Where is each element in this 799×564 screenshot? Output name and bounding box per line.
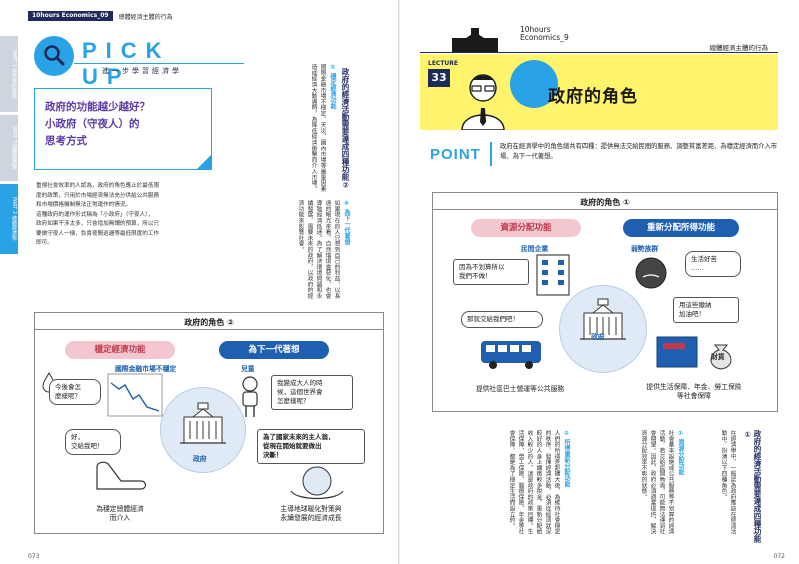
caption-social-security: 提供生活保障、年金、勞工保險 等社會保障 [646,383,742,400]
pick-up-body: 重視社會效率的人認為，政府的角色應止於最低限 度的政策，只用於市場經濟無法充分供… [36,182,216,249]
falling-chart-icon [107,373,163,417]
bubble-future-decision: 為了國家未來的主人翁， 從現在開始就要做出 決斷！ [257,429,365,464]
child-figure-icon [242,376,258,417]
bubble-child-question: 我變成大人的時 候，這個世界會 怎麼樣呢？ [271,375,353,410]
right-vertical-subhead-2: ② 所得重新分配功能 [563,430,570,488]
diagram1-title: 政府的角色 ① [580,198,630,207]
caption-public-service: 提供社區巴士營運等公共服務 [475,385,565,393]
pick-up-quote-box: 政府的功能越少越好？ 小政府（守夜人）的 思考方式 [34,88,212,170]
body-line: 重視社會效率的人認為，政府的角色應止於最低限 [36,183,160,189]
caption-stabilize: 為穩定總體經濟 而介入 [96,505,144,522]
side-tab-part1: PART 1 經濟學的基礎 [0,36,18,112]
right-header-rule [420,52,778,53]
left-running-header: 10hours Economics_09 總體經濟主體的行為 [28,10,173,22]
pick-up-title: PICK UP [82,38,171,89]
lecture-label: LECTURE [428,60,459,67]
diagram2-title: 政府的角色 ② [184,318,234,327]
right-vertical-text-1: 社會基本設施或公共服務等不划算的經濟活動，若交給民間負責，可能無法達到社會期望。… [640,430,673,535]
side-part-tabs: PART 1 經濟學的基礎 PART 3 個體經濟學 PART 2 總體經濟學 [0,36,18,257]
pick-up-rule [74,63,244,64]
right-running-header: 10hours Economics_9 總體經濟主體的行為 [420,20,778,53]
diagram-government-role-1: 政府的角色 ① 資源分配功能 重新分配所得功能 民間企業 因為不划算所以 我們不… [432,192,778,412]
lecture-banner: LECTURE 33 政府的角色 [420,54,778,130]
left-header-title: 總體經濟主體的行為 [118,13,173,21]
caption-sustainable: 主導地球暖化對策與 永續發展的經濟成長 [280,505,342,522]
diagram1-title-rule [433,209,777,210]
left-page-number: 073 [28,553,40,560]
left-vertical-heading: 政府的經濟活動需要達成四種功能② [341,68,350,190]
label-government: 政府 [193,455,207,463]
left-page: 10hours Economics_09 總體經濟主體的行為 PART 1 經濟… [0,0,399,564]
right-header-title: 總體經濟主體的行為 [709,44,769,52]
pick-up-heading: PICK UP 進一步學習經濟學 [34,36,244,89]
bubble-leave-it-to-me: 好， 交給我吧！ [65,429,121,455]
label-vulnerable-group: 弱勢族群 [631,245,659,253]
pill-income-redistribution: 重新分配所得功能 [623,219,739,237]
hand-icon [96,461,147,490]
lecture-circle [510,60,558,108]
body-line: 政府如果干涉太多，只會增加無謂的預算，所以只 [36,221,160,227]
diagram2-title-rule [35,329,383,330]
pick-up-circle [34,36,74,76]
body-line: 這種政府的運作形式稱為「小政府」（守夜人）， [36,211,154,218]
left-vertical-subhead-3: ③ 穩定經濟功能 [329,64,336,110]
globe-in-hands-icon [290,466,344,500]
right-vertical-text-2: 人們的所得差距擴大後，為維持社會穩定的秩序，發揮經濟活動，必須從經濟狀況較好的人… [508,430,559,535]
point-divider [490,142,492,166]
label-private-company: 民間企業 [521,245,549,253]
bubble-life-hard: 生活好苦 …… [685,251,741,277]
label-government: 政府 [591,333,605,341]
parliament-building-icon [580,298,626,340]
parliament-silhouette-icon [452,28,498,52]
pick-up-subtitle: 進一步學習經濟學 [102,67,182,75]
label-goods: 財貨 [711,353,725,361]
pill-stabilize-economy: 穩定經濟功能 [65,341,175,359]
lecture-title: 政府的角色 [548,87,638,107]
magnifier-icon [44,45,65,66]
tired-person-icon [635,257,667,289]
office-building-icon [536,254,570,296]
quote-line: 政府的功能越少越好？ [45,101,150,113]
point-text: 政府在經濟學中的角色總共有四種：提供無法交給民間的服務、調整貧富差距、為穩定經濟… [500,143,778,160]
left-vertical-subhead-4: ④ 為下一代著想 [343,200,350,246]
bubble-use-this-money: 用這些繳納 加油吧！ [673,297,739,323]
lecture-number: 33 [428,69,450,87]
pill-resource-allocation: 資源分配功能 [471,219,581,237]
right-header-tag: 10hours Economics_9 [520,25,569,42]
point-label: POINT [430,146,481,163]
pill-next-generation: 為下一代著想 [219,341,329,359]
right-vertical-subhead-1: ① 資源分配功能 [677,430,684,476]
right-page-number: 072 [773,553,785,560]
money-bag-icon [710,344,732,370]
quote-line: 小政府（守夜人）的 [45,118,140,130]
body-line: 要做守夜人一樣，負責夜間巡邏等最低限度的工作 [36,230,160,237]
quote-corner-decoration [196,154,212,170]
left-header-tag: 10hours Economics_09 [28,11,113,21]
bubble-economy-worry: 今後會怎 麼樣呢？ [49,379,101,405]
body-line: 即可。 [36,240,53,246]
official-man-icon [461,74,505,130]
community-bus-icon [481,341,541,369]
bubble-not-profitable: 因為不划算所以 我們不做！ [453,259,529,285]
label-financial-market: 國際金融市場不穩定 [115,365,177,373]
parliament-building-icon [180,402,226,444]
left-vertical-text-4: 如果現在的人只想到自己的利益，以長遠的眼光來看，自然環境會惡化，也會導致經濟低迷… [297,200,339,299]
body-line: 度的政策，只用於市場經濟無法充分供給公共服務 [36,192,160,199]
right-vertical-heading: 政府的經濟活動需要達成四種功能① [743,430,762,543]
point-summary: POINT 政府在經濟學中的角色總共有四種：提供無法交給民間的服務、調整貧富差距… [430,140,780,170]
left-vertical-text-3: 國際金融市場不穩定、天災、國內市場等嚴重因素造成經濟大動盪時，為降低經濟衝擊而介… [310,64,325,192]
diagram-government-role-2: 政府的角色 ② 穩定經濟功能 為下一代著想 國際金融市場不穩定 今後會怎 麼樣呢… [34,312,384,534]
side-tab-part2: PART 2 總體經濟學 [0,184,18,254]
body-line: 和市場價格機制無法正常運作的情況。 [36,202,132,208]
bubble-leave-to-us: 那就交給我們吧！ [461,311,543,328]
side-tab-part3: PART 3 個體經濟學 [0,115,18,181]
right-vertical-intro: 在經濟學中，一般認為政府應該在經濟活動中，扮演以下四種角色。 [720,430,735,535]
pension-book-icon [656,336,698,368]
label-child: 兒童 [241,365,255,373]
quote-line: 思考方式 [45,135,87,147]
